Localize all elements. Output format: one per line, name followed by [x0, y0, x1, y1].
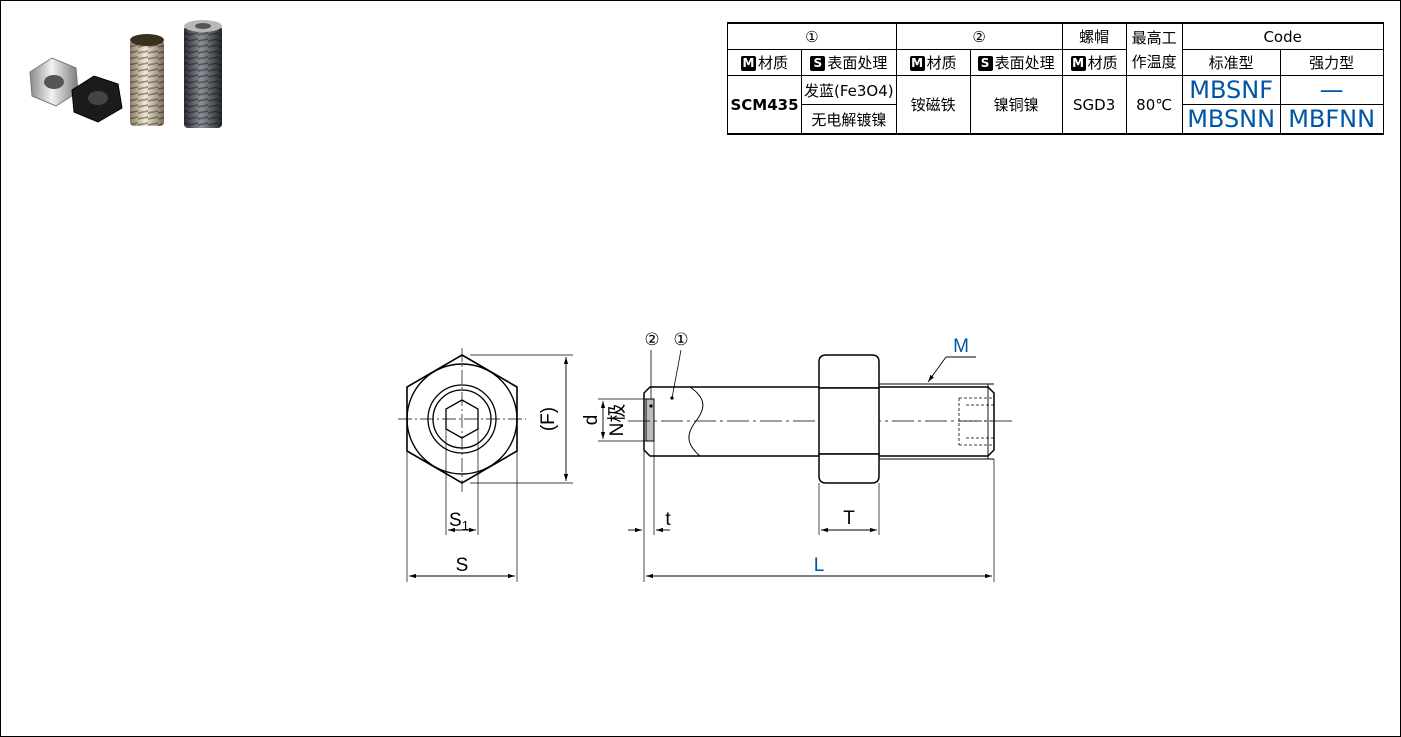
label-l: L: [814, 555, 825, 576]
label-t: t: [665, 509, 671, 530]
header-max-temp: 最高工作温度: [1125, 22, 1183, 76]
material-tag-icon: M: [1070, 56, 1086, 71]
code-mbsnn[interactable]: MBSNN: [1181, 104, 1281, 135]
part2-material: 铵磁铁: [895, 75, 971, 135]
label-s1: S1: [449, 510, 469, 533]
side-view: [598, 349, 1012, 582]
surface-option-a: 发蓝(Fe3O4): [801, 75, 897, 105]
header-nut: 螺帽: [1061, 22, 1127, 50]
header-part1: ①: [727, 22, 897, 50]
code-mbsnf[interactable]: MBSNF: [1181, 75, 1281, 105]
max-temp-value: 80℃: [1125, 75, 1183, 135]
code-none: —: [1279, 75, 1384, 105]
nut-material: SGD3: [1061, 75, 1127, 135]
surface-tag-icon: S: [977, 56, 993, 71]
label-d: d: [581, 415, 602, 426]
label-n-pole: N极: [606, 404, 628, 437]
surface-tag-icon: S: [810, 56, 826, 71]
label-s: S: [456, 555, 469, 576]
callout-part2: ②: [644, 330, 659, 350]
end-view: [398, 348, 573, 582]
label-big-t: T: [843, 508, 855, 529]
code-mbfnn[interactable]: MBFNN: [1279, 104, 1384, 135]
code-standard-header: 标准型: [1181, 49, 1281, 76]
label-m: M: [953, 336, 969, 357]
part2-surface: 镍铜镍: [969, 75, 1063, 135]
part1-material: SCM435: [727, 75, 802, 135]
surface-option-b: 无电解镀镍: [801, 104, 897, 135]
product-photo: [29, 20, 222, 128]
material-tag-icon: M: [909, 56, 925, 71]
header-part2: ②: [895, 22, 1063, 50]
callout-part1: ①: [673, 330, 688, 350]
label-f: (F): [538, 407, 559, 431]
material-tag-icon: M: [740, 56, 756, 71]
